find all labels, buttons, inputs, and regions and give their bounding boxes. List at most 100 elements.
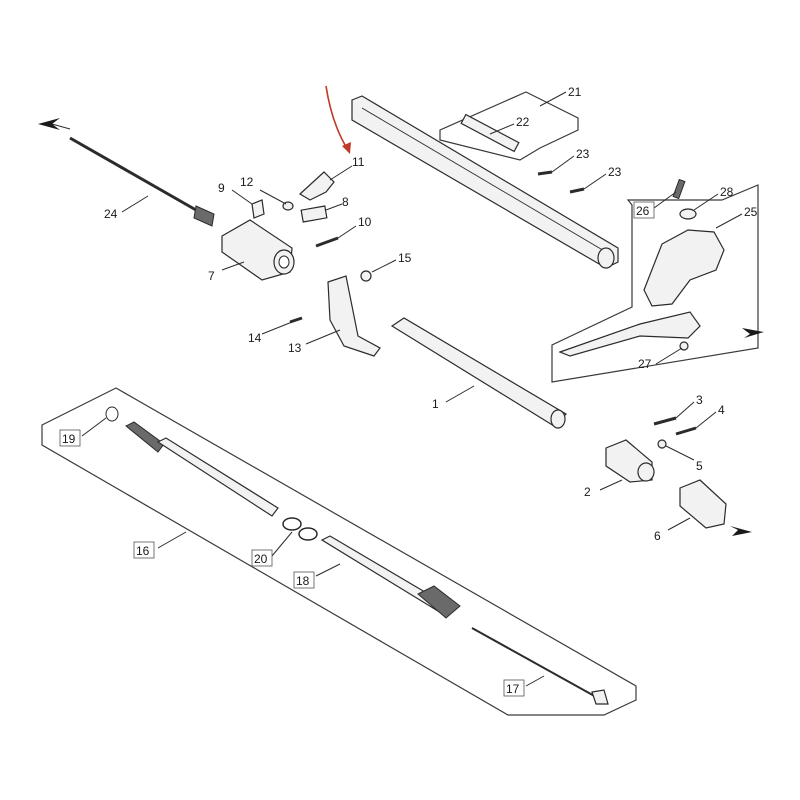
callout-18: 18 — [296, 574, 310, 588]
callout-11: 11 — [352, 155, 365, 169]
part-23-pin-a — [537, 170, 553, 176]
part-21-bar — [351, 95, 619, 269]
callout-21: 21 — [568, 85, 582, 99]
callout-16-box — [133, 541, 155, 559]
part-17-cable — [471, 627, 599, 699]
part-5-washer — [657, 439, 667, 449]
leader-15 — [371, 259, 397, 273]
part-9-nipple — [251, 199, 265, 219]
part-13-guard — [327, 275, 381, 357]
leader-21 — [539, 91, 567, 107]
callout-5: 5 — [696, 459, 703, 473]
callout-20-box — [251, 549, 273, 567]
callout-19-box — [59, 429, 81, 447]
part-10-screw — [315, 236, 339, 248]
callout-25: 25 — [744, 205, 758, 219]
part-4-pin — [675, 426, 697, 436]
leader-11 — [329, 165, 353, 181]
part-3-pin — [653, 416, 677, 426]
callout-26: 26 — [636, 204, 650, 218]
leader-25 — [715, 213, 743, 229]
leader-28 — [693, 193, 719, 211]
part-28-nut — [679, 208, 697, 220]
callout-18-box — [293, 571, 315, 589]
part-21-bar-end — [597, 247, 615, 269]
part-6-coupler — [679, 479, 727, 529]
leader-3 — [675, 401, 695, 419]
callout-23b: 23 — [608, 165, 622, 179]
callout-2: 2 — [584, 485, 591, 499]
leader-10 — [337, 225, 357, 239]
callout-28: 28 — [720, 185, 734, 199]
callout-27: 27 — [638, 357, 652, 371]
part-22-plate — [460, 113, 520, 153]
leader-23a — [551, 155, 575, 173]
callout-19: 19 — [62, 432, 76, 446]
callout-1: 1 — [432, 397, 439, 411]
callout-14: 14 — [248, 331, 262, 345]
part-25-handle — [643, 229, 725, 307]
callout-7: 7 — [208, 269, 215, 283]
callout-20: 20 — [254, 552, 268, 566]
part-26-screw — [672, 178, 686, 200]
part-11-lever — [299, 171, 335, 201]
callout-8: 8 — [342, 195, 349, 209]
direction-arrow-handle — [742, 328, 764, 338]
part-20-clip-b — [298, 527, 318, 541]
highlight-arrow — [325, 85, 349, 151]
leader-19 — [81, 417, 107, 437]
leader-2 — [599, 479, 623, 491]
callout-13: 13 — [288, 341, 302, 355]
handle-group-outline — [551, 184, 759, 383]
part-16-shaft-head — [125, 421, 165, 453]
callout-4: 4 — [718, 403, 725, 417]
callout-16: 16 — [136, 544, 150, 558]
part-14-screw — [289, 316, 303, 324]
leader-16 — [157, 531, 187, 549]
callout-23a: 23 — [576, 147, 590, 161]
callout-22: 22 — [516, 115, 530, 129]
part-24-cable — [69, 136, 197, 212]
leader-8 — [325, 203, 343, 211]
callout-15: 15 — [398, 251, 412, 265]
part-25-lever — [558, 311, 701, 357]
leader-23b — [583, 173, 607, 190]
part-20-clip-a — [282, 517, 302, 531]
callout-24: 24 — [104, 207, 118, 221]
part-1-tube-end — [550, 409, 566, 429]
callout-6: 6 — [654, 529, 661, 543]
leader-4 — [695, 411, 717, 429]
direction-arrow-top-left-shaft — [51, 123, 71, 130]
leader-9 — [231, 189, 253, 205]
callout-3: 3 — [696, 393, 703, 407]
direction-arrow-grip — [730, 526, 752, 536]
leader-26 — [653, 191, 677, 209]
part-19-oring — [105, 406, 119, 422]
leader-5 — [665, 445, 695, 461]
shaft-group-outline — [41, 387, 637, 716]
leader-17 — [525, 675, 545, 687]
leader-1 — [445, 385, 475, 403]
callout-26-box — [633, 201, 655, 219]
part-1-tube — [390, 317, 567, 427]
callout-12: 12 — [240, 175, 254, 189]
callout-10: 10 — [358, 215, 372, 229]
leader-6 — [667, 517, 691, 531]
callout-17: 17 — [506, 682, 520, 696]
leader-27 — [655, 347, 683, 365]
part-2-coupler-end — [637, 462, 655, 482]
part-17-cable-end — [591, 689, 609, 705]
part-7-housing-hole — [278, 255, 290, 269]
part-18-shaft-end — [417, 585, 461, 619]
leader-14 — [261, 321, 293, 335]
part-21-bar-inner — [361, 107, 607, 253]
callout-17-box — [503, 679, 525, 697]
part-16-shaft — [156, 437, 279, 517]
leader-22 — [489, 123, 515, 135]
leader-12 — [259, 189, 287, 205]
part-8-sticker — [300, 205, 328, 223]
part-23-pin-b — [569, 187, 585, 194]
direction-arrow-top-left — [38, 118, 60, 130]
leader-20 — [271, 531, 293, 557]
